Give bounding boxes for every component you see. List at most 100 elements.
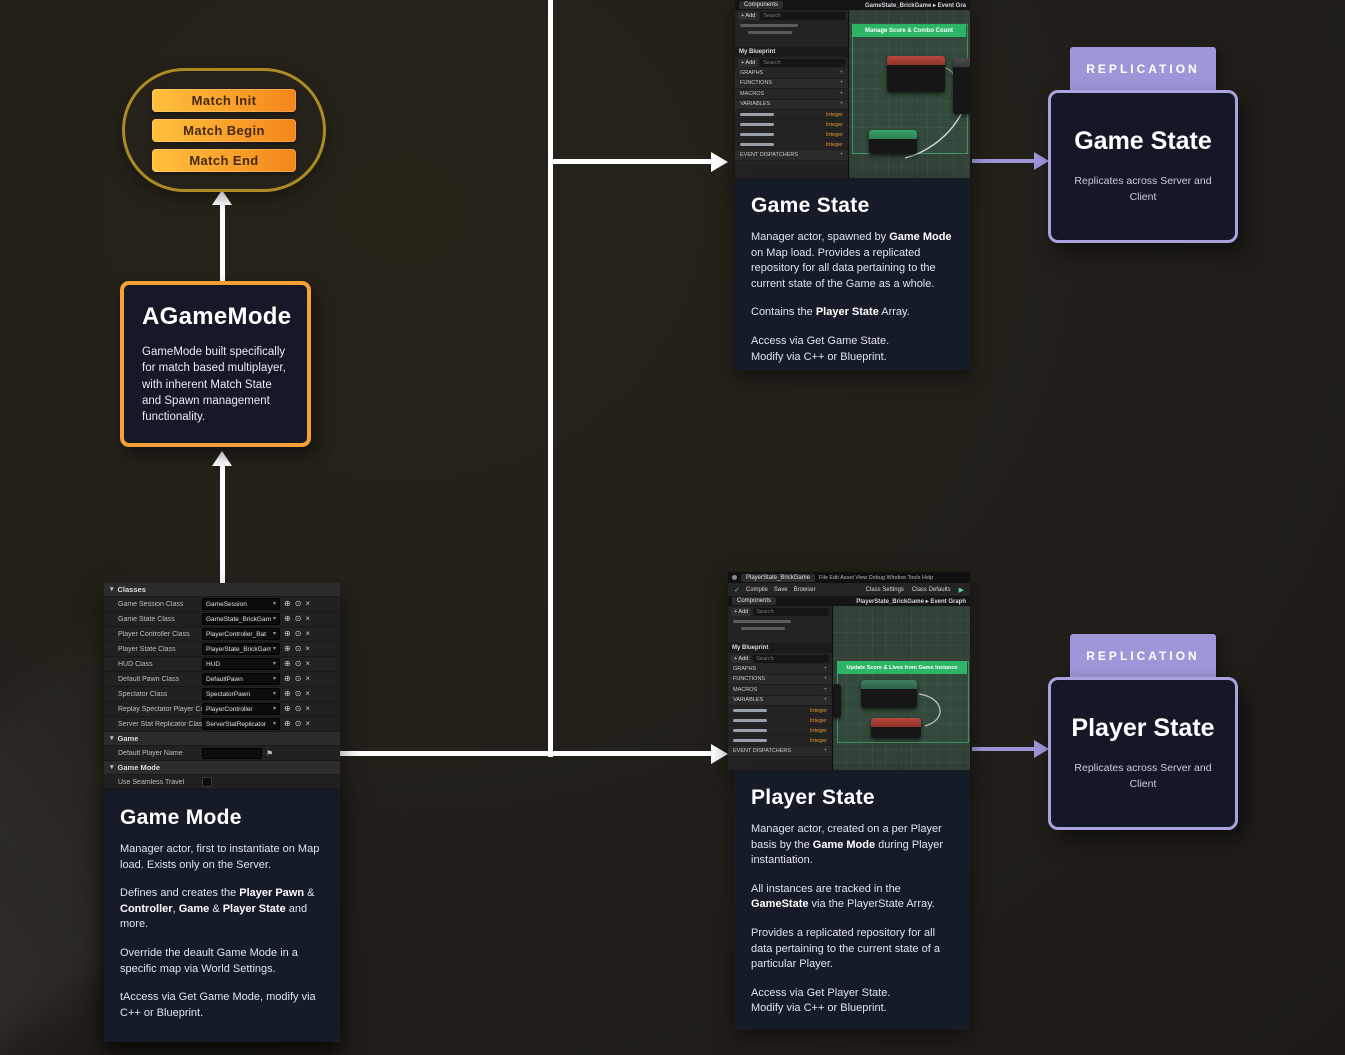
- event-dispatchers-row[interactable]: EVENT DISPATCHERS +: [735, 150, 848, 161]
- blueprint-section-row[interactable]: FUNCTIONS +: [735, 78, 848, 89]
- class-settings-button[interactable]: Class Settings: [865, 586, 904, 593]
- browse-asset-icon[interactable]: ⊙: [294, 719, 302, 728]
- blueprint-node[interactable]: [833, 684, 841, 718]
- plus-circle-icon[interactable]: ⊕: [284, 614, 291, 623]
- plus-circle-icon[interactable]: ⊕: [284, 719, 291, 728]
- blueprint-node[interactable]: [871, 718, 921, 738]
- class-dropdown[interactable]: SpectatorPawn ▾: [202, 688, 280, 700]
- play-icon[interactable]: ▶: [958, 586, 964, 594]
- variable-row[interactable]: Integer: [735, 110, 848, 120]
- components-tab[interactable]: Components: [739, 1, 784, 9]
- event-dispatchers-row[interactable]: EVENT DISPATCHERS +: [728, 746, 832, 757]
- plus-icon[interactable]: +: [823, 686, 827, 693]
- blueprint-section-row[interactable]: MACROS +: [735, 89, 848, 100]
- plus-circle-icon[interactable]: ⊕: [284, 659, 291, 668]
- clear-icon[interactable]: ×: [305, 689, 311, 698]
- clear-icon[interactable]: ×: [305, 659, 311, 668]
- save-button[interactable]: Save: [773, 586, 788, 593]
- search-input[interactable]: Search: [753, 607, 829, 616]
- clear-icon[interactable]: ×: [305, 629, 311, 638]
- browse-asset-icon[interactable]: ⊙: [294, 614, 302, 623]
- variable-row[interactable]: Integer: [728, 706, 832, 716]
- browser-button[interactable]: Browser: [793, 586, 816, 593]
- variable-row[interactable]: Integer: [735, 140, 848, 150]
- clear-icon[interactable]: ×: [305, 599, 311, 608]
- plus-circle-icon[interactable]: ⊕: [284, 644, 291, 653]
- browse-asset-icon[interactable]: ⊙: [294, 599, 302, 608]
- search-input[interactable]: Search: [760, 58, 845, 67]
- blueprint-section-row[interactable]: GRAPHS +: [735, 68, 848, 79]
- variable-row[interactable]: Integer: [728, 726, 832, 736]
- plus-icon[interactable]: +: [823, 665, 827, 672]
- plus-icon[interactable]: +: [839, 101, 843, 108]
- variable-row[interactable]: Integer: [728, 716, 832, 726]
- compile-button[interactable]: Compile: [745, 586, 768, 593]
- components-tab[interactable]: Components: [732, 597, 777, 605]
- plus-circle-icon[interactable]: ⊕: [284, 689, 291, 698]
- browse-asset-icon[interactable]: ⊙: [294, 659, 302, 668]
- use-seamless-travel-checkbox[interactable]: [202, 777, 212, 787]
- tree-item-bar[interactable]: [741, 627, 785, 630]
- class-dropdown[interactable]: HUD ▾: [202, 658, 280, 670]
- tree-item-bar[interactable]: [748, 31, 792, 34]
- clear-icon[interactable]: ×: [305, 674, 311, 683]
- blueprint-node[interactable]: [869, 130, 917, 154]
- search-input[interactable]: Search: [753, 654, 829, 663]
- classes-section-header[interactable]: ▾ Classes: [104, 583, 340, 597]
- browse-asset-icon[interactable]: ⊙: [294, 674, 302, 683]
- plus-circle-icon[interactable]: ⊕: [284, 599, 291, 608]
- class-dropdown[interactable]: GameSession ▾: [202, 598, 280, 610]
- clear-icon[interactable]: ×: [305, 614, 311, 623]
- plus-circle-icon[interactable]: ⊕: [284, 674, 291, 683]
- variable-row[interactable]: Integer: [735, 130, 848, 140]
- clear-icon[interactable]: ×: [305, 704, 311, 713]
- plus-icon[interactable]: +: [823, 676, 827, 683]
- class-defaults-button[interactable]: Class Defaults: [911, 586, 951, 593]
- class-dropdown[interactable]: ServerStatReplicator ▾: [202, 718, 280, 730]
- plus-icon[interactable]: +: [839, 69, 843, 76]
- class-dropdown[interactable]: PlayerController ▾: [202, 703, 280, 715]
- blueprint-section-row[interactable]: FUNCTIONS +: [728, 674, 832, 685]
- comment-header[interactable]: Manage Score & Combo Count: [852, 24, 966, 37]
- default-player-name-input[interactable]: [202, 747, 262, 759]
- browse-asset-icon[interactable]: ⊙: [294, 644, 302, 653]
- class-dropdown[interactable]: GameState_BrickGame ▾: [202, 613, 280, 625]
- class-dropdown[interactable]: PlayerController_Bat ▾: [202, 628, 280, 640]
- class-dropdown[interactable]: PlayerState_BrickGame ▾: [202, 643, 280, 655]
- plus-icon[interactable]: +: [839, 90, 843, 97]
- variable-row[interactable]: Integer: [735, 120, 848, 130]
- blueprint-node[interactable]: [861, 680, 917, 708]
- plus-icon[interactable]: +: [823, 747, 827, 754]
- plus-circle-icon[interactable]: ⊕: [284, 704, 291, 713]
- window-tab[interactable]: PlayerState_BrickGame: [741, 573, 816, 582]
- clear-icon[interactable]: ×: [305, 719, 311, 728]
- plus-circle-icon[interactable]: ⊕: [284, 629, 291, 638]
- plus-icon[interactable]: +: [839, 151, 843, 158]
- add-button[interactable]: + Add: [738, 11, 759, 20]
- comment-header[interactable]: Update Score & Lives from Game Instance: [837, 661, 967, 674]
- add-button[interactable]: + Add: [731, 607, 752, 616]
- blueprint-section-row[interactable]: MACROS +: [728, 685, 832, 696]
- add-button[interactable]: + Add: [731, 654, 752, 663]
- flag-icon[interactable]: ⚑: [266, 748, 274, 758]
- blueprint-node[interactable]: [887, 56, 945, 92]
- blueprint-node[interactable]: [953, 58, 970, 114]
- tree-item-bar[interactable]: [740, 24, 798, 27]
- game-mode-section-header[interactable]: ▾ Game Mode: [104, 761, 340, 775]
- clear-icon[interactable]: ×: [305, 644, 311, 653]
- blueprint-graph[interactable]: Update Score & Lives from Game Instance: [833, 606, 970, 770]
- browse-asset-icon[interactable]: ⊙: [294, 629, 302, 638]
- browse-asset-icon[interactable]: ⊙: [294, 689, 302, 698]
- tree-item-bar[interactable]: [733, 620, 791, 623]
- plus-icon[interactable]: +: [823, 697, 827, 704]
- browse-asset-icon[interactable]: ⊙: [294, 704, 302, 713]
- add-button[interactable]: + Add: [738, 58, 759, 67]
- variable-row[interactable]: Integer: [728, 736, 832, 746]
- search-input[interactable]: Search: [760, 11, 845, 20]
- plus-icon[interactable]: +: [839, 80, 843, 87]
- blueprint-section-row[interactable]: GRAPHS +: [728, 664, 832, 675]
- class-dropdown[interactable]: DefaultPawn ▾: [202, 673, 280, 685]
- blueprint-graph[interactable]: Manage Score & Combo Count: [849, 10, 970, 178]
- menubar[interactable]: File Edit Asset View Debug Window Tools …: [819, 574, 934, 581]
- game-section-header[interactable]: ▾ Game: [104, 732, 340, 746]
